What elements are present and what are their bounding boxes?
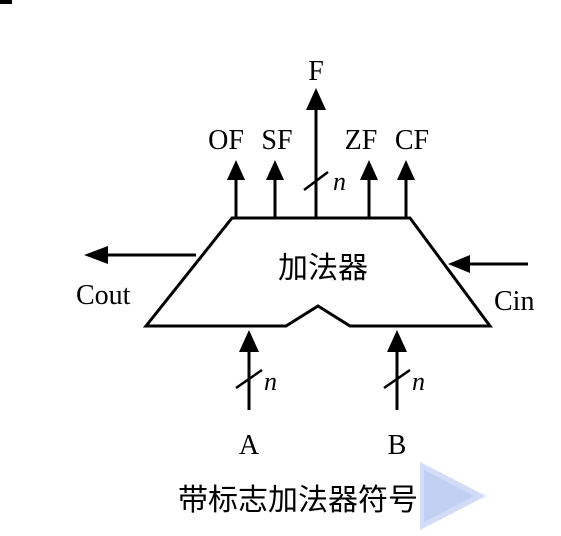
input-a-arrow	[235, 330, 263, 410]
output-of-arrow	[227, 160, 245, 218]
output-cf-label: CF	[395, 125, 429, 156]
output-zf-arrow	[360, 160, 378, 218]
input-b-label: B	[388, 430, 407, 461]
input-a-label: A	[239, 430, 260, 461]
input-b-width: n	[412, 367, 425, 396]
output-cf-arrow	[397, 160, 415, 218]
adder-body	[142, 216, 493, 328]
adder-label: 加法器	[278, 251, 368, 286]
carry-in-arrow	[448, 255, 528, 273]
play-icon[interactable]	[420, 462, 486, 530]
carry-out-label: Cout	[76, 280, 131, 311]
output-f-width: n	[333, 167, 346, 196]
input-b-arrow	[383, 330, 411, 410]
output-sf-arrow	[266, 160, 284, 218]
carry-in-label: Cin	[494, 286, 534, 317]
diagram-caption: 带标志加法器符号	[178, 483, 418, 518]
output-zf-label: ZF	[345, 125, 378, 156]
input-a-width: n	[264, 367, 277, 396]
output-f-label: F	[308, 56, 324, 87]
output-f-arrow	[303, 88, 329, 218]
edge-artifact	[0, 0, 12, 4]
output-of-label: OF	[208, 125, 244, 156]
carry-out-arrow	[84, 246, 196, 264]
output-sf-label: SF	[261, 125, 292, 156]
